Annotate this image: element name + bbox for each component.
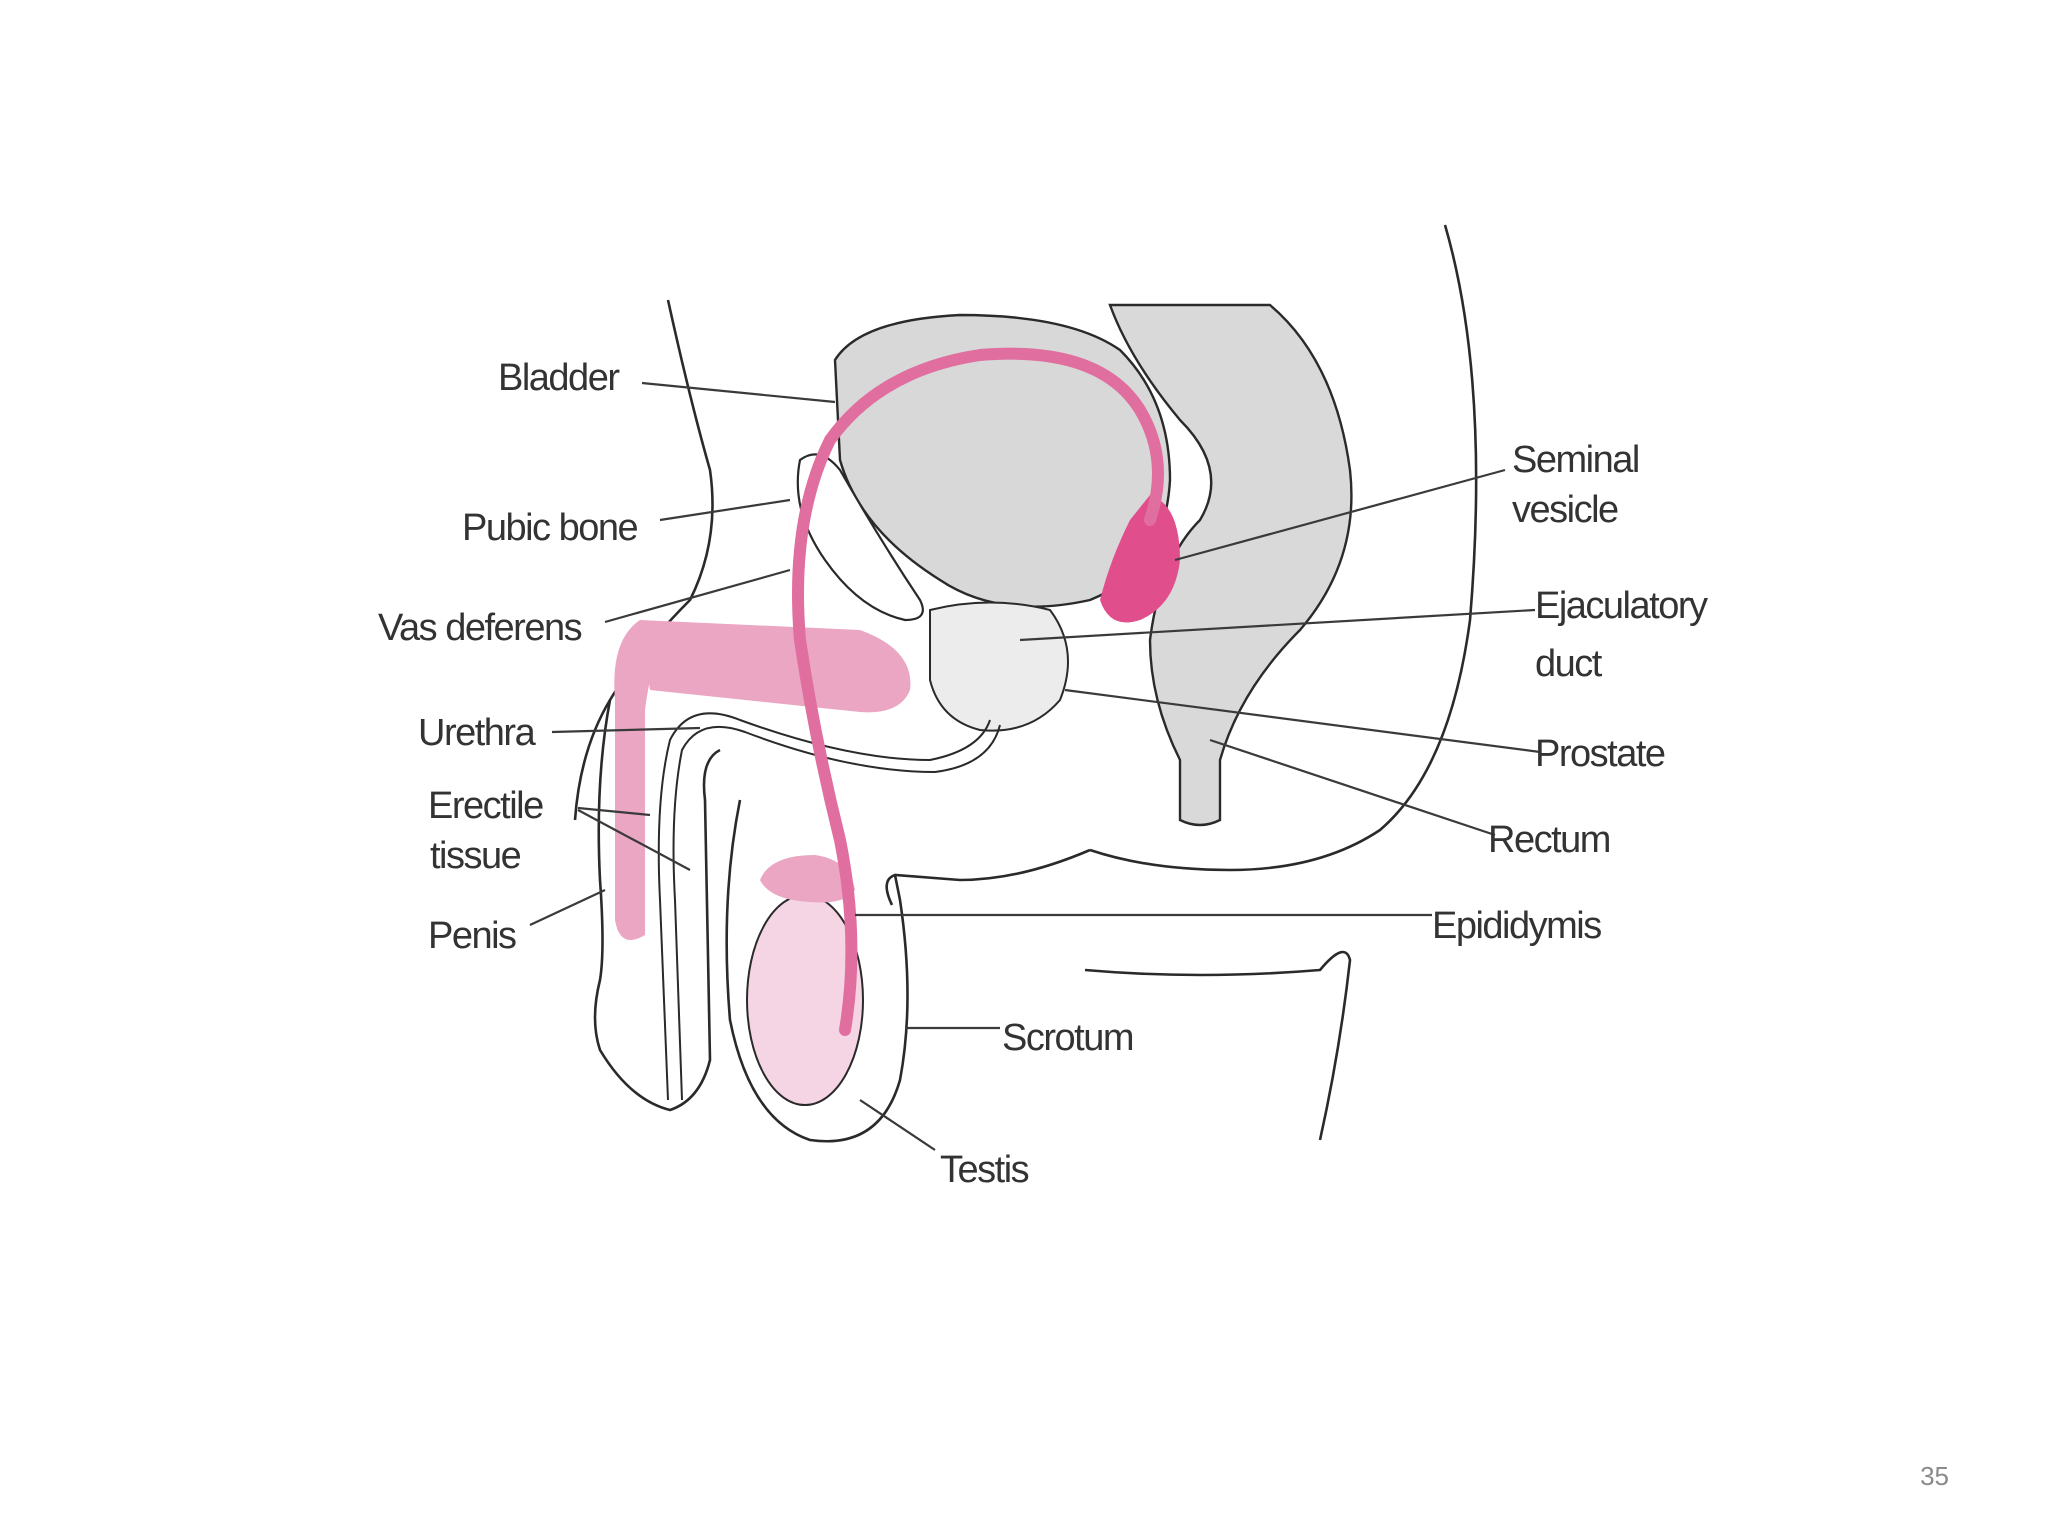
label-seminal-line2: vesicle [1512, 489, 1618, 531]
body-outline-thigh [1084, 950, 1352, 1141]
body-outline-back [1089, 224, 1478, 872]
leader-seminal-vesicle [1174, 468, 1506, 562]
label-testis: Testis [940, 1149, 1029, 1191]
leader-testis [859, 1099, 936, 1151]
epididymis-shape [760, 855, 855, 903]
label-seminal-line1: Seminal [1512, 439, 1639, 481]
leader-bladder [641, 381, 836, 404]
rectum-shape [1108, 303, 1353, 827]
leader-lines [529, 381, 1541, 1151]
leader-penis [529, 889, 606, 926]
erectile-tissue-shaft [614, 620, 660, 940]
body-outline-perineum [885, 848, 1091, 906]
leader-pubic-bone [659, 498, 791, 522]
leader-rectum [1209, 738, 1496, 837]
scrotum-outline [725, 799, 909, 1143]
pubic-bone-shape [796, 453, 924, 622]
leader-ejaculatory-duct [1019, 608, 1536, 642]
label-rectum: Rectum [1488, 819, 1610, 861]
urethra-track [657, 712, 991, 1101]
leader-urethra [551, 726, 701, 734]
label-scrotum: Scrotum [1002, 1017, 1133, 1059]
seminal-vesicle-shape [1100, 495, 1180, 623]
bladder-shape [833, 313, 1172, 608]
leader-prostate [1064, 688, 1541, 754]
leader-vas-deferens [604, 568, 791, 624]
urethra-track-inner [672, 724, 1001, 1101]
label-vas-deferens: Vas deferens [378, 607, 582, 649]
erectile-tissue-upper [640, 620, 911, 713]
diagram-labels: Bladder Pubic bone Vas deferens Urethra … [378, 357, 1709, 1191]
leader-erectile-b [577, 809, 691, 871]
label-erectile-line2: tissue [430, 835, 521, 877]
label-prostate: Prostate [1535, 733, 1665, 775]
label-epididymis: Epididymis [1432, 905, 1601, 947]
vas-deferens-tube [792, 347, 1164, 1036]
label-bladder: Bladder [498, 357, 620, 399]
label-erectile-line1: Erectile [428, 785, 543, 827]
anatomy-drawing [573, 224, 1478, 1143]
label-urethra: Urethra [418, 712, 537, 754]
penis-outline [593, 699, 721, 1112]
slide-number: 35 [1920, 1461, 1949, 1491]
label-pubic-bone: Pubic bone [462, 507, 638, 549]
leader-erectile-a [577, 806, 651, 817]
label-ejaculatory-line1: Ejaculatory [1535, 585, 1708, 627]
prostate-shape [929, 601, 1069, 732]
body-outline-front [573, 299, 714, 821]
label-ejaculatory-line2: duct [1535, 643, 1603, 685]
label-penis: Penis [428, 915, 516, 957]
